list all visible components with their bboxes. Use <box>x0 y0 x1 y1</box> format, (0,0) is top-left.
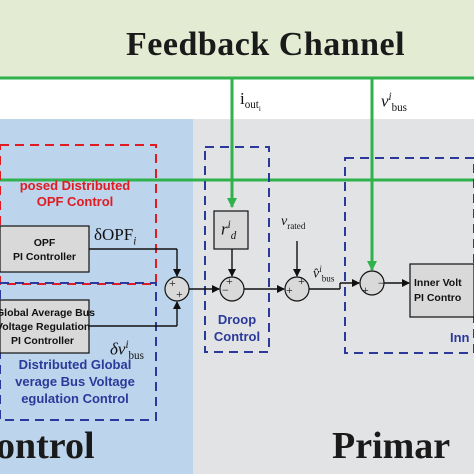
summing-junctions <box>164 270 385 302</box>
svg-text:+: + <box>286 283 293 297</box>
secondary-control-region <box>0 119 193 474</box>
feedback-channel-title: Feedback Channel <box>126 26 406 63</box>
svg-text:+: + <box>176 287 183 301</box>
opf-pi-controller-box <box>0 225 90 273</box>
inner-voltage-pi-label: Inner Volt PI Contro <box>414 277 462 304</box>
v-rated-label: vrated <box>281 214 306 231</box>
distributed-global-region-label: Distributed Global verage Bus Voltage eg… <box>15 357 135 406</box>
rd-gain-box <box>213 210 249 250</box>
delta-opf-label: δOPFi <box>94 225 137 248</box>
svg-text:+: + <box>226 274 233 288</box>
opf-pi-controller-label: OPF PI Controller <box>12 237 76 263</box>
svg-text:−: − <box>378 276 385 290</box>
global-avg-dashed-box <box>0 282 157 421</box>
signal-lines <box>89 241 410 327</box>
svg-text:−: − <box>222 283 229 297</box>
v-hat-bus-label: v̂ibus <box>313 264 335 284</box>
junction-signs: + + − + + + − + <box>169 274 385 301</box>
feedback-channel-band <box>0 0 474 78</box>
droop-dashed-box <box>204 146 270 353</box>
inner-region-label: Inn <box>450 330 470 345</box>
proposed-opf-dashed-box <box>0 144 157 285</box>
primary-control-title: Primar <box>332 425 451 467</box>
global-avg-pi-controller-box <box>0 299 90 354</box>
svg-text:+: + <box>362 283 369 297</box>
droop-control-label: Droop Control <box>213 312 261 344</box>
proposed-opf-region-label: posed Distributed OPF Control <box>19 178 131 209</box>
delta-v-bus-label: δvibus <box>110 339 144 363</box>
svg-text:+: + <box>298 274 305 288</box>
v-bus-label: vibus <box>381 91 407 115</box>
feedback-lines <box>0 76 474 271</box>
global-avg-pi-controller-label: Global Average Bus Voltage Regulation PI… <box>0 307 96 347</box>
i-out-label: iouti <box>240 89 261 114</box>
rd-gain-label: rid <box>221 219 237 243</box>
inner-dashed-box <box>344 157 474 354</box>
secondary-control-title: ontrol <box>0 425 95 467</box>
svg-text:+: + <box>169 276 176 290</box>
inner-voltage-pi-box <box>409 263 474 318</box>
